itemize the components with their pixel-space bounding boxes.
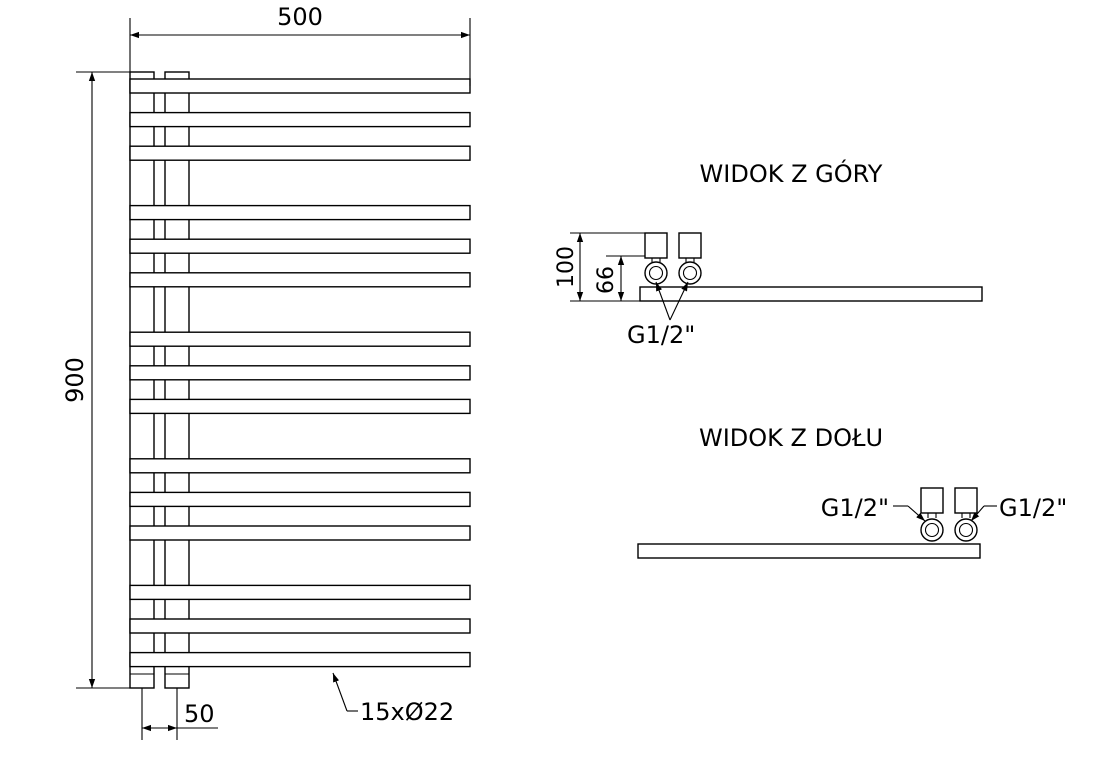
width-label: 500 — [277, 3, 323, 31]
valve-right — [678, 232, 702, 259]
tube — [129, 331, 471, 347]
front-view: 500 900 50 15xØ22 — [61, 3, 471, 740]
tube — [129, 525, 471, 541]
tube — [129, 365, 471, 381]
axis-label: 66 — [594, 266, 619, 294]
valve-left — [644, 232, 668, 259]
connector-inner — [648, 265, 664, 281]
top-view-plate — [639, 286, 983, 302]
connector-inner — [958, 522, 974, 538]
spacing-dimension: 50 — [141, 688, 218, 740]
tube — [129, 204, 471, 221]
tube — [129, 458, 471, 474]
connector-outer — [954, 518, 978, 542]
tube — [129, 584, 471, 601]
bottom-view-plate — [637, 543, 981, 559]
height-dimension: 900 — [61, 71, 130, 689]
horizontal-tubes — [129, 78, 471, 668]
connector-outer — [678, 261, 702, 285]
connector-outer — [920, 518, 944, 542]
tube — [129, 491, 471, 508]
tube — [129, 651, 471, 668]
top-view-title: WIDOK Z GÓRY — [700, 158, 883, 188]
connector-outer — [644, 261, 668, 285]
valve-left — [920, 487, 944, 514]
tube — [129, 398, 471, 415]
tube — [129, 78, 471, 94]
bottom-view: WIDOK Z DOŁU G1/2" G1/2" — [637, 424, 1067, 559]
connector-inner — [924, 522, 940, 538]
valve-right — [954, 487, 978, 514]
tube — [129, 618, 471, 634]
tube — [129, 111, 471, 128]
bottom-thread-right-label: G1/2" — [999, 494, 1067, 522]
height-label: 900 — [61, 357, 89, 403]
top-view: WIDOK Z GÓRY 100 66 G1/2" — [554, 158, 983, 349]
bottom-view-title: WIDOK Z DOŁU — [699, 424, 883, 452]
connector-inner — [682, 265, 698, 281]
tubes-label: 15xØ22 — [360, 698, 454, 726]
spacing-label: 50 — [184, 700, 215, 728]
top-thread-label: G1/2" — [627, 321, 695, 349]
tube — [129, 238, 471, 254]
tube — [129, 145, 471, 161]
tubes-callout: 15xØ22 — [332, 672, 454, 726]
tube — [129, 272, 471, 288]
depth-label: 100 — [554, 246, 579, 288]
bottom-thread-left-label: G1/2" — [821, 494, 889, 522]
width-dimension: 500 — [129, 3, 471, 86]
